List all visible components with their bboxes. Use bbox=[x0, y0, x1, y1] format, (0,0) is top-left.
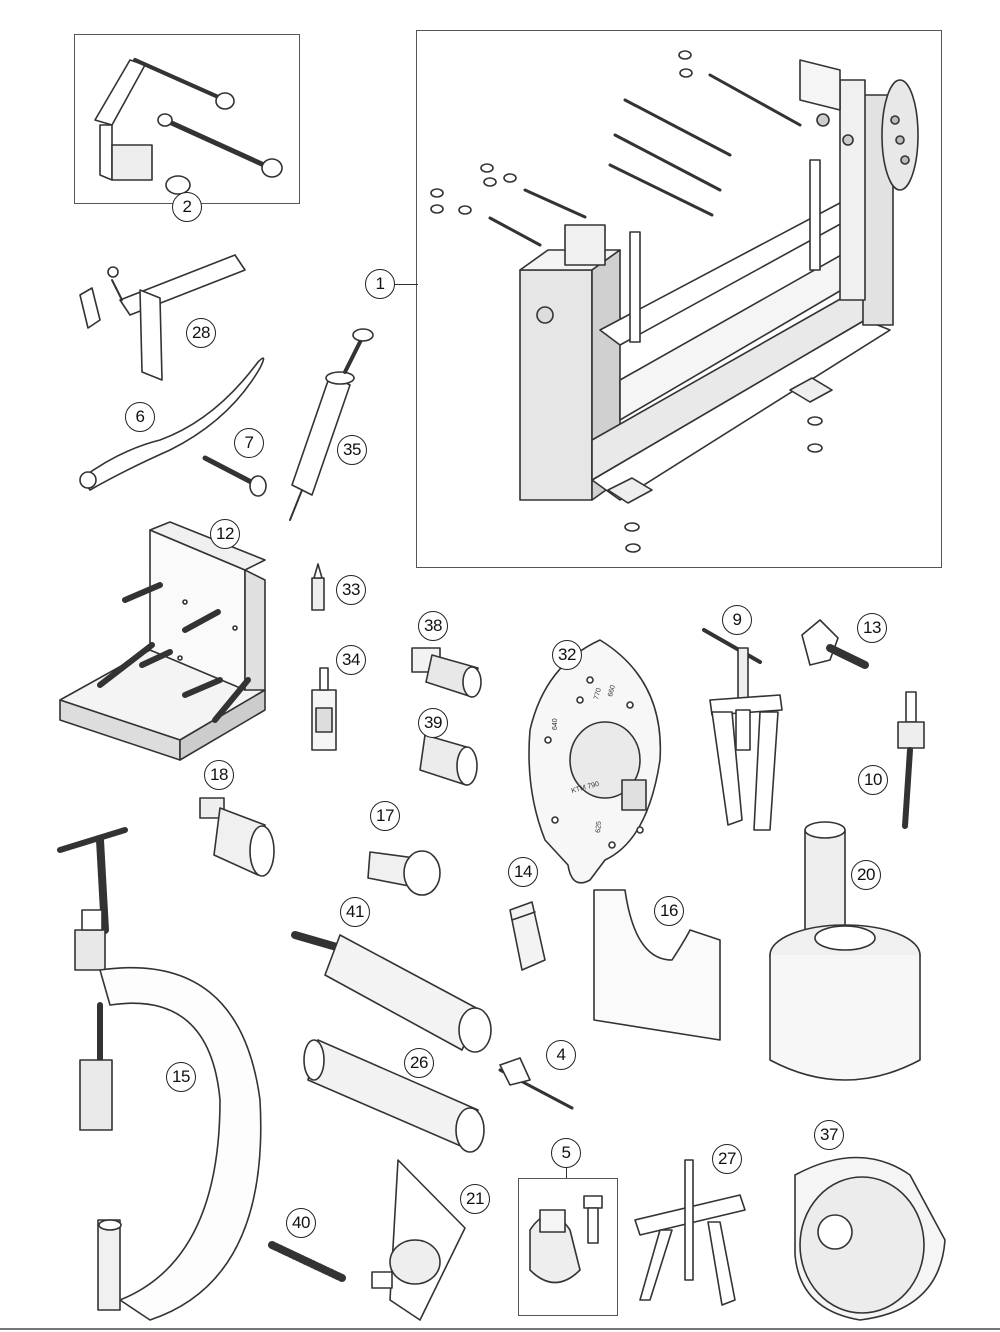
c-clamp-part-15 bbox=[57, 827, 262, 1321]
angle-plate-part-12 bbox=[59, 521, 266, 761]
callout-part-16: 16 bbox=[654, 896, 684, 926]
callout-part-6: 6 bbox=[125, 402, 155, 432]
callout-part-35: 35 bbox=[337, 435, 367, 465]
key-part-4 bbox=[498, 1057, 574, 1110]
callout-part-14: 14 bbox=[508, 857, 538, 887]
puller-part-9 bbox=[702, 628, 783, 831]
callout-part-37: 37 bbox=[814, 1120, 844, 1150]
callout-part-9: 9 bbox=[722, 605, 752, 635]
callout-part-33: 33 bbox=[336, 575, 366, 605]
puller-part-27 bbox=[634, 1159, 746, 1306]
callout-part-18: 18 bbox=[204, 760, 234, 790]
bottom-rule bbox=[0, 1328, 1000, 1330]
callout-part-34: 34 bbox=[336, 645, 366, 675]
group-box-part-2 bbox=[74, 34, 300, 204]
leader-part-5 bbox=[566, 1166, 567, 1178]
basket-part-14 bbox=[509, 901, 546, 971]
small-tube-part-33 bbox=[311, 563, 325, 611]
bushing-part-17 bbox=[367, 850, 441, 896]
callout-part-5: 5 bbox=[551, 1138, 581, 1168]
engine-stand-part-1 bbox=[430, 50, 919, 553]
callout-part-12: 12 bbox=[210, 519, 240, 549]
plate-marking: 660 bbox=[607, 684, 617, 697]
syringe-part-35 bbox=[289, 328, 374, 521]
callout-part-21: 21 bbox=[460, 1184, 490, 1214]
callout-part-7: 7 bbox=[234, 428, 264, 458]
plate-marking: 625 bbox=[595, 821, 603, 833]
puller-plate-part-32 bbox=[528, 639, 662, 884]
callout-part-10: 10 bbox=[858, 765, 888, 795]
plate-marking: 770 bbox=[593, 687, 603, 700]
bottle-part-34 bbox=[311, 667, 337, 751]
lever-tool-part-28 bbox=[79, 254, 246, 381]
callout-part-39: 39 bbox=[418, 708, 448, 738]
sleeve-part-38 bbox=[411, 647, 482, 698]
drift-part-41 bbox=[291, 931, 492, 1053]
plate-marking: 640 bbox=[552, 718, 559, 730]
callout-part-13: 13 bbox=[857, 613, 887, 643]
callout-part-38: 38 bbox=[418, 611, 448, 641]
callout-part-4: 4 bbox=[546, 1040, 576, 1070]
callout-part-40: 40 bbox=[286, 1208, 316, 1238]
cup-part-37 bbox=[794, 1156, 946, 1321]
u-block-part-16 bbox=[593, 889, 721, 1041]
adapter-part-5 bbox=[529, 1195, 603, 1284]
spanner-part-6 bbox=[79, 357, 265, 491]
insert-part-10 bbox=[897, 691, 925, 829]
callout-part-32: 32 bbox=[552, 640, 582, 670]
pin-part-7 bbox=[202, 455, 267, 497]
knob-part-13 bbox=[801, 619, 869, 669]
callout-part-26: 26 bbox=[404, 1048, 434, 1078]
group-box-part-1 bbox=[416, 30, 942, 568]
adapter-part-18 bbox=[199, 797, 275, 877]
callout-part-2: 2 bbox=[172, 192, 202, 222]
leader-part-1 bbox=[394, 284, 418, 285]
plate-part-21 bbox=[371, 1159, 466, 1321]
callout-part-17: 17 bbox=[370, 801, 400, 831]
holding-fixture-part-2 bbox=[94, 58, 283, 195]
callout-part-27: 27 bbox=[712, 1144, 742, 1174]
callout-part-15: 15 bbox=[166, 1062, 196, 1092]
callout-part-20: 20 bbox=[851, 860, 881, 890]
press-cup-part-20 bbox=[769, 821, 921, 1081]
callout-part-1: 1 bbox=[365, 269, 395, 299]
sleeve-part-39 bbox=[419, 734, 478, 786]
callout-part-41: 41 bbox=[340, 897, 370, 927]
callout-part-28: 28 bbox=[186, 318, 216, 348]
group-box-part-5 bbox=[518, 1178, 618, 1316]
socket-part-26 bbox=[303, 1039, 485, 1153]
spring-part-40 bbox=[268, 1241, 346, 1282]
